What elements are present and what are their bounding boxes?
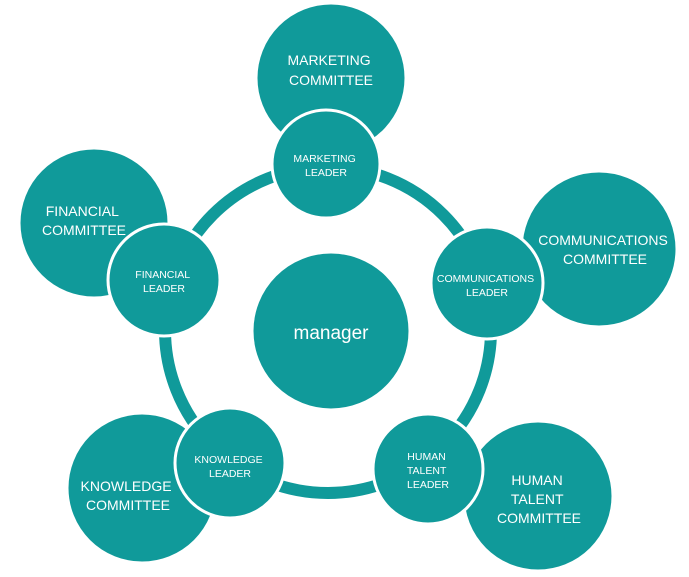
- committee-knowledge-line-1: KNOWLEDGE: [81, 478, 172, 494]
- committee-marketing-line-1: MARKETING: [287, 52, 370, 68]
- leader-financial-circle: [106, 222, 222, 338]
- committee-human-talent: HUMAN TALENT COMMITTEE: [461, 419, 615, 573]
- leader-communications-circle: [429, 225, 545, 341]
- leader-financial-label: FINANCIAL LEADER: [135, 269, 192, 295]
- committee-knowledge-label: KNOWLEDGE COMMITTEE: [81, 478, 176, 513]
- manager-node: manager: [250, 250, 412, 412]
- committee-communications: COMMUNICATIONS COMMITTEE: [519, 169, 679, 329]
- leader-marketing-line-2: LEADER: [305, 167, 347, 179]
- leader-knowledge-line-1: KNOWLEDGE: [194, 454, 262, 466]
- leader-human-talent-line-1: HUMAN: [407, 451, 446, 463]
- committee-financial-line-1: FINANCIAL: [46, 203, 119, 219]
- leader-human-talent-circle: [371, 412, 485, 526]
- committee-financial-label: FINANCIAL COMMITTEE: [42, 203, 126, 238]
- leader-human-talent-label: HUMAN TALENT LEADER: [407, 451, 450, 491]
- committee-human-talent-label: HUMAN TALENT COMMITTEE: [497, 472, 581, 526]
- leader-knowledge-line-2: LEADER: [209, 468, 251, 480]
- leader-marketing-circle: [270, 108, 382, 220]
- leader-financial-line-1: FINANCIAL: [135, 269, 190, 281]
- leader-communications-line-2: LEADER: [466, 287, 508, 299]
- leader-human-talent-line-3: LEADER: [407, 479, 449, 491]
- committee-knowledge-line-2: COMMITTEE: [86, 497, 170, 513]
- leader-marketing-label: MARKETING LEADER: [293, 153, 358, 179]
- leader-communications-line-1: COMMUNICATIONS: [437, 273, 534, 285]
- committee-communications-label: COMMUNICATIONS COMMITTEE: [538, 232, 672, 267]
- leader-financial: FINANCIAL LEADER: [106, 222, 222, 338]
- committee-communications-circle: [519, 169, 679, 329]
- committee-marketing-line-2: COMMITTEE: [289, 72, 373, 88]
- committee-marketing-label: MARKETING COMMITTEE: [287, 52, 374, 88]
- leader-marketing-line-1: MARKETING: [293, 153, 355, 165]
- committee-communications-line-2: COMMITTEE: [563, 251, 647, 267]
- leader-human-talent-line-2: TALENT: [407, 465, 447, 477]
- leader-knowledge-label: KNOWLEDGE LEADER: [194, 454, 265, 480]
- leader-financial-line-2: LEADER: [143, 283, 185, 295]
- committee-communications-line-1: COMMUNICATIONS: [538, 232, 668, 248]
- leader-human-talent: HUMAN TALENT LEADER: [371, 412, 485, 526]
- manager-circle: [250, 250, 412, 412]
- leader-marketing: MARKETING LEADER: [270, 108, 382, 220]
- committee-human-talent-line-3: COMMITTEE: [497, 510, 581, 526]
- leader-knowledge: KNOWLEDGE LEADER: [173, 406, 287, 520]
- committee-financial-line-2: COMMITTEE: [42, 222, 126, 238]
- leader-communications-label: COMMUNICATIONS LEADER: [437, 273, 537, 299]
- committee-marketing: MARKETING COMMITTEE: [254, 1, 408, 155]
- manager-label: manager: [294, 323, 370, 344]
- leader-communications: COMMUNICATIONS LEADER: [429, 225, 545, 341]
- committee-human-talent-line-2: TALENT: [511, 491, 564, 507]
- committee-human-talent-line-1: HUMAN: [511, 472, 562, 488]
- leader-knowledge-circle: [173, 406, 287, 520]
